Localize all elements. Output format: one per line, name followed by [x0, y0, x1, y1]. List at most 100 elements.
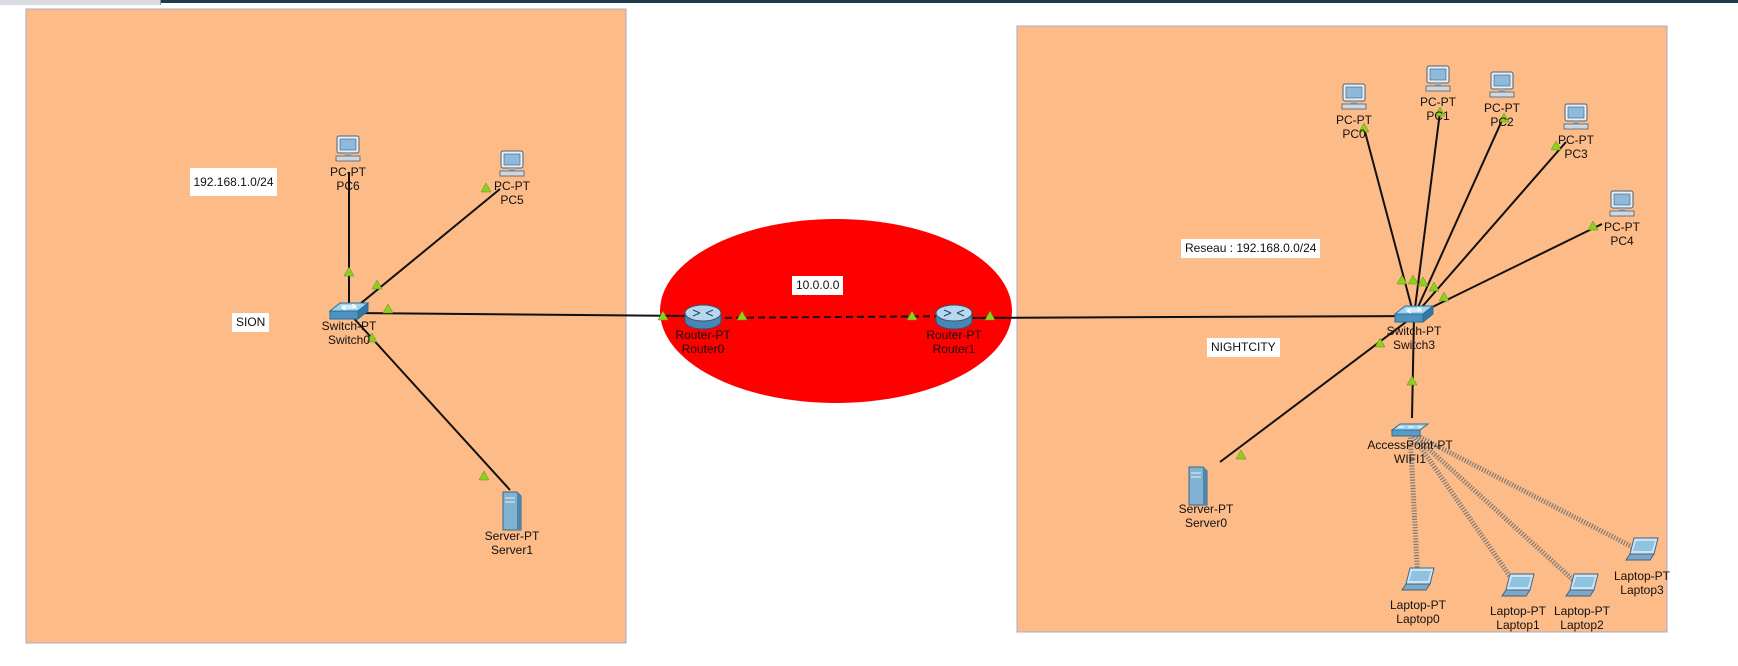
pc-icon	[499, 150, 525, 177]
switch-icon	[328, 301, 370, 321]
device-model-label: PC-PT	[1336, 113, 1373, 127]
router-icon	[684, 304, 722, 330]
device-laptop0[interactable]	[1401, 567, 1435, 591]
port-status-switch3-pc1-1	[1434, 106, 1446, 117]
window-top-tab[interactable]	[0, 0, 161, 5]
device-pc3[interactable]	[1563, 103, 1589, 130]
device-model-label: PC-PT	[494, 179, 531, 193]
port-status-switch3-pc2-0	[1417, 276, 1429, 287]
port-status-router0-router1-1	[906, 310, 918, 321]
device-pc0[interactable]	[1341, 83, 1367, 110]
device-model-label: Laptop-PT	[1390, 598, 1447, 612]
device-router1[interactable]	[935, 304, 973, 330]
note-wan-network[interactable]: 10.0.0.0	[792, 276, 844, 295]
device-name-label: PC1	[1426, 109, 1450, 123]
link-switch3-wifi1[interactable]	[1411, 315, 1415, 419]
device-wifi1[interactable]	[1390, 423, 1430, 437]
device-model-label: Laptop-PT	[1614, 569, 1671, 583]
port-status-switch3-pc3-0	[1428, 281, 1440, 292]
device-model-label: Laptop-PT	[1554, 604, 1611, 618]
laptop-icon	[1625, 537, 1659, 561]
device-name-label: PC2	[1490, 115, 1514, 129]
server-icon	[1188, 466, 1208, 506]
ap-icon	[1390, 423, 1430, 437]
device-name-label: PC6	[336, 179, 360, 193]
area-nightcity[interactable]	[1016, 25, 1668, 633]
port-status-switch0-pc5-1	[480, 182, 492, 193]
port-status-router0-router1-0	[736, 310, 748, 321]
pc-icon	[1341, 83, 1367, 110]
device-switch3[interactable]	[1393, 304, 1435, 324]
device-laptop3[interactable]	[1625, 537, 1659, 561]
device-name-label: Switch3	[1393, 338, 1435, 352]
port-status-switch0-router0-0	[382, 303, 394, 314]
device-switch0[interactable]	[328, 301, 370, 321]
pc-icon	[1609, 190, 1635, 217]
laptop-icon	[1501, 573, 1535, 597]
window-top-bar	[0, 0, 1738, 3]
port-status-switch3-server0-1	[1235, 449, 1247, 460]
device-model-label: Laptop-PT	[1490, 604, 1547, 618]
device-name-label: Server0	[1185, 516, 1227, 530]
router-icon	[935, 304, 973, 330]
device-model-label: Router-PT	[926, 328, 982, 342]
port-status-switch0-server1-0	[366, 332, 378, 343]
links-layer	[348, 111, 1644, 590]
link-switch3-server0[interactable]	[1219, 315, 1415, 463]
link-switch3-pc0[interactable]	[1363, 127, 1415, 317]
device-model-label: PC-PT	[330, 165, 367, 179]
link-switch0-pc5[interactable]	[348, 188, 501, 314]
device-model-label: PC-PT	[1604, 220, 1641, 234]
note-nightcity-network[interactable]: Reseau : 192.168.0.0/24	[1181, 239, 1321, 258]
device-server0[interactable]	[1188, 466, 1208, 506]
port-status-switch3-wifi1-0	[1406, 375, 1418, 386]
port-status-switch3-pc0-1	[1358, 122, 1370, 133]
switch-icon	[1393, 304, 1435, 324]
pc-icon	[1563, 103, 1589, 130]
device-laptop1[interactable]	[1501, 573, 1535, 597]
link-switch0-server1[interactable]	[348, 312, 511, 491]
device-model-label: PC-PT	[1420, 95, 1457, 109]
link-switch3-pc2[interactable]	[1413, 115, 1505, 317]
link-switch3-pc1[interactable]	[1413, 111, 1441, 317]
device-pc4[interactable]	[1609, 190, 1635, 217]
link-switch0-router0[interactable]	[348, 312, 691, 317]
area-wan-ellipse[interactable]	[660, 219, 1012, 403]
device-name-label: PC3	[1564, 147, 1588, 161]
device-model-label: Switch-PT	[322, 319, 377, 333]
port-status-switch3-pc4-0	[1438, 291, 1450, 302]
device-model-label: Router-PT	[675, 328, 731, 342]
note-sion-label[interactable]: SION	[232, 313, 270, 332]
device-name-label: Laptop3	[1620, 583, 1664, 597]
port-status-layer	[343, 106, 1599, 481]
device-name-label: Server1	[491, 543, 533, 557]
device-name-label: Router1	[933, 342, 976, 356]
link-wifi1-laptop1[interactable]	[1407, 430, 1521, 590]
port-status-switch3-pc1-0	[1407, 274, 1419, 285]
device-name-label: PC0	[1342, 127, 1366, 141]
device-pc6[interactable]	[335, 135, 361, 162]
port-status-switch0-router0-1	[657, 310, 669, 321]
device-server1[interactable]	[502, 491, 522, 531]
pc-icon	[1425, 65, 1451, 92]
port-status-switch3-pc4-1	[1587, 220, 1599, 231]
link-switch3-pc3[interactable]	[1413, 141, 1567, 317]
device-pc1[interactable]	[1425, 65, 1451, 92]
device-model-label: PC-PT	[1558, 133, 1595, 147]
device-pc5[interactable]	[499, 150, 525, 177]
device-pc2[interactable]	[1489, 71, 1515, 98]
link-router1-switch3[interactable]	[953, 315, 1415, 319]
device-laptop2[interactable]	[1565, 573, 1599, 597]
port-status-switch0-pc6-0	[343, 266, 355, 277]
note-nightcity-label[interactable]: NIGHTCITY	[1207, 338, 1280, 357]
device-name-label: PC5	[500, 193, 524, 207]
link-router0-router1[interactable]	[702, 315, 969, 319]
device-router0[interactable]	[684, 304, 722, 330]
note-sion-network[interactable]: 192.168.1.0/24	[190, 168, 277, 196]
area-sion[interactable]	[25, 8, 627, 644]
device-name-label: Laptop0	[1396, 612, 1440, 626]
link-wifi1-laptop2[interactable]	[1408, 430, 1584, 590]
port-status-switch0-pc5-0	[371, 279, 383, 290]
server-icon	[502, 491, 522, 531]
